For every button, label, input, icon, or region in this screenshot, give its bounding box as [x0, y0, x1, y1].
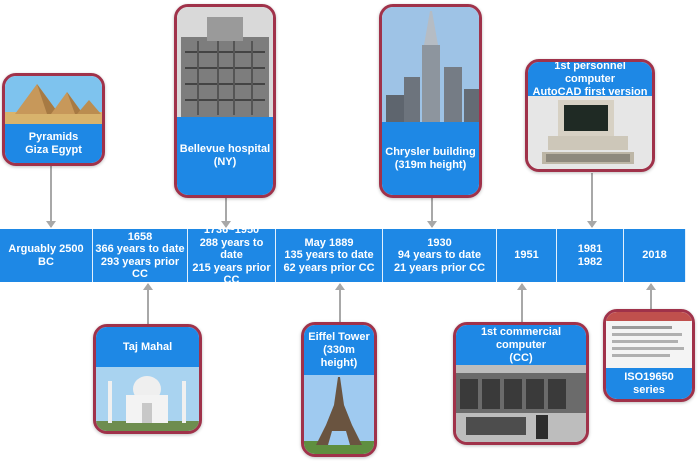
eiffel-tower-photo — [304, 375, 374, 454]
card-iso: ISO19650 series — [603, 309, 695, 402]
ibm-pc-photo — [528, 96, 652, 169]
card-pyramids: Pyramids Giza Egypt — [2, 73, 105, 166]
univac-computer-photo — [456, 365, 586, 442]
card-iso-label: ISO19650 series — [606, 368, 692, 399]
card-eiffel-label: Eiffel Tower (330m height) — [304, 325, 374, 375]
timeline-segment-2500bc: Arguably 2500 BC — [0, 229, 93, 282]
arrow-bellevue — [221, 198, 231, 228]
timeline-segment-1658: 1658 366 years to date 293 years prior C… — [93, 229, 188, 282]
card-chrysler: Chrysler building (319m height) — [379, 4, 482, 198]
card-pyramids-label: Pyramids Giza Egypt — [5, 124, 102, 163]
arrow-taj-mahal — [143, 283, 153, 324]
arrow-ibm-pc — [587, 173, 597, 228]
arrow-iso — [646, 283, 656, 310]
card-taj-mahal-label: Taj Mahal — [96, 327, 199, 367]
card-taj-mahal: Taj Mahal — [93, 324, 202, 434]
card-eiffel: Eiffel Tower (330m height) — [301, 322, 377, 457]
card-ibm-pc: 1st personnel computer AutoCAD first ver… — [525, 59, 655, 172]
timeline-segment-1736: 1736~1950 288 years to date 215 years pr… — [188, 224, 276, 286]
card-bellevue: Bellevue hospital (NY) — [174, 4, 276, 198]
arrow-eiffel — [335, 283, 345, 322]
timeline-segment-1951: 1951 — [497, 229, 557, 282]
bellevue-hospital-photo — [177, 7, 273, 117]
timeline-segment-2018: 2018 — [624, 229, 686, 282]
card-univac-label: 1st commercial computer (CC) — [456, 325, 586, 365]
timeline-segment-1889: May 1889 135 years to date 62 years prio… — [276, 229, 383, 282]
card-bellevue-label: Bellevue hospital (NY) — [177, 117, 273, 195]
card-univac: 1st commercial computer (CC) — [453, 322, 589, 445]
arrow-chrysler — [427, 198, 437, 228]
arrow-pyramids — [46, 166, 56, 228]
pyramids-photo — [5, 76, 102, 124]
timeline-band — [0, 229, 686, 282]
card-ibm-pc-label: 1st personnel computer AutoCAD first ver… — [528, 62, 652, 98]
card-chrysler-label: Chrysler building (319m height) — [382, 122, 479, 195]
arrow-univac — [517, 283, 527, 322]
chrysler-building-photo — [382, 7, 479, 122]
timeline-segment-1981: 1981 1982 — [557, 229, 624, 282]
iso-document-photo — [606, 312, 692, 368]
taj-mahal-photo — [96, 367, 199, 431]
timeline-segment-1930: 1930 94 years to date 21 years prior CC — [383, 229, 497, 282]
